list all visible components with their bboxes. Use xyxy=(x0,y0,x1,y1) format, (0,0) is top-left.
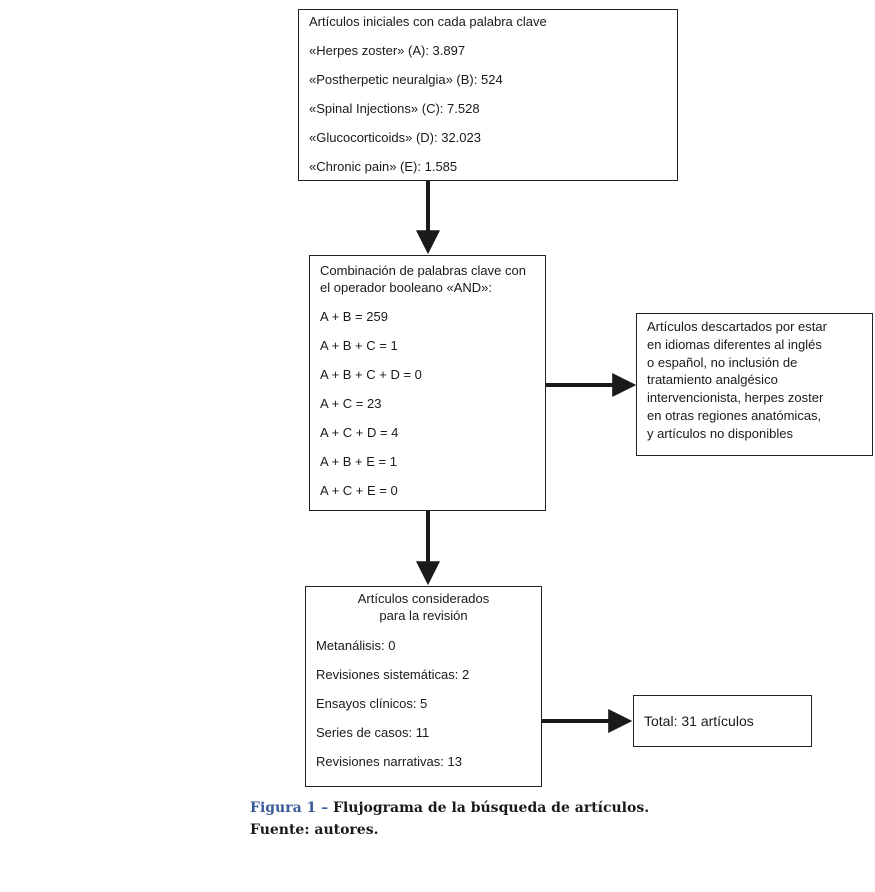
combination-item: A + B + C = 1 xyxy=(320,338,398,353)
discarded-articles-box: Artículos descartados por estar en idiom… xyxy=(636,313,873,456)
study-type-item: Series de casos: 11 xyxy=(316,725,430,740)
figure-caption: Figura 1 – Flujograma de la búsqueda de … xyxy=(250,797,649,841)
combination-item: A + B = 259 xyxy=(320,309,388,324)
combination-box: Combinación de palabras clave con el ope… xyxy=(309,255,546,511)
total-articles-box: Total: 31 artículos xyxy=(633,695,812,747)
combination-item: A + C + E = 0 xyxy=(320,483,398,498)
combination-item: A + C + D = 4 xyxy=(320,425,399,440)
study-type-item: Metanálisis: 0 xyxy=(316,638,396,653)
keyword-item: «Glucocorticoids» (D): 32.023 xyxy=(309,130,481,145)
study-type-item: Revisiones narrativas: 13 xyxy=(316,754,462,769)
figure-label: Figura 1 – xyxy=(250,800,329,816)
caption-line: Figura 1 – Flujograma de la búsqueda de … xyxy=(250,797,649,819)
combination-item: A + B + E = 1 xyxy=(320,454,397,469)
initial-articles-box: Artículos iniciales con cada palabra cla… xyxy=(298,9,678,181)
keyword-item: «Postherpetic neuralgia» (B): 524 xyxy=(309,72,503,87)
considered-articles-title: Artículos considerados para la revisión xyxy=(357,591,490,623)
considered-articles-box: Artículos considerados para la revisión … xyxy=(305,586,542,787)
keyword-item: «Chronic pain» (E): 1.585 xyxy=(309,159,458,174)
initial-articles-title: Artículos iniciales con cada palabra cla… xyxy=(309,14,547,29)
discarded-articles-text: Artículos descartados por estar en idiom… xyxy=(647,319,827,441)
combination-item: A + C = 23 xyxy=(320,396,382,411)
figure-title: Flujograma de la búsqueda de artículos. xyxy=(333,800,650,816)
figure-source: Fuente: autores. xyxy=(250,822,379,838)
combination-title: Combinación de palabras clave con el ope… xyxy=(320,263,526,295)
keyword-item: «Herpes zoster» (A): 3.897 xyxy=(309,43,466,58)
study-type-item: Revisiones sistemáticas: 2 xyxy=(316,667,470,682)
combination-item: A + B + C + D = 0 xyxy=(320,367,422,382)
total-articles-text: Total: 31 artículos xyxy=(644,712,754,729)
keyword-item: «Spinal Injections» (C): 7.528 xyxy=(309,101,480,116)
study-type-item: Ensayos clínicos: 5 xyxy=(316,696,428,711)
